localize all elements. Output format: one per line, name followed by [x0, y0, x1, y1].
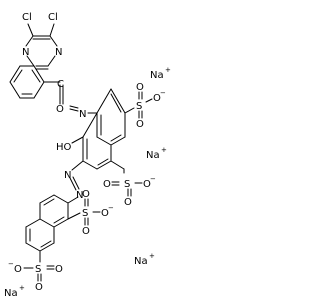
atom-label-cl: Cl: [22, 12, 32, 23]
atom-label-o: O: [153, 93, 161, 104]
bond: [145, 98, 153, 103]
bond: [25, 35, 34, 47]
bond: [39, 194, 55, 204]
bond: [43, 198, 55, 206]
charge-plus: +: [149, 252, 155, 260]
bond: [71, 160, 84, 171]
atom-label-n: N: [55, 47, 62, 58]
bond: [31, 69, 41, 83]
bond: [53, 216, 65, 224]
bond: [110, 93, 122, 113]
charge-plus: +: [165, 66, 171, 74]
bond: [96, 136, 112, 146]
bond: [82, 160, 98, 170]
bond: [67, 196, 79, 204]
bond: [13, 69, 23, 83]
charge-plus: +: [19, 284, 25, 292]
atom-label-o: O: [56, 104, 64, 115]
charge-minus: −: [8, 260, 14, 268]
bond: [96, 88, 112, 114]
atom-labels: Cl Cl N N C O N S O O O − HO S O O O − N…: [8, 12, 166, 293]
bond: [53, 218, 69, 228]
bond: [49, 35, 58, 47]
atom-label-o: O: [143, 179, 151, 190]
bond: [72, 176, 80, 190]
sodium-ion: Na: [150, 70, 164, 81]
atom-label-o: O: [82, 189, 90, 200]
atom-label-s: S: [82, 208, 88, 219]
charge-minus: −: [150, 175, 156, 183]
bond: [53, 194, 69, 204]
bond: [110, 134, 122, 142]
counterions: Na + Na + Na + Na +: [4, 66, 171, 299]
bonds: [9, 23, 153, 282]
charge-plus: +: [161, 146, 167, 154]
atom-label-cl: Cl: [48, 12, 58, 23]
bond: [33, 65, 45, 83]
atom-label-o: O: [124, 197, 132, 208]
atom-label-s: S: [124, 179, 130, 190]
charge-minus: −: [160, 89, 166, 97]
charge-minus: −: [108, 204, 114, 212]
bond: [47, 55, 56, 67]
atom-label-o: O: [136, 119, 144, 130]
bond: [39, 218, 55, 228]
atom-label-n: N: [79, 109, 86, 120]
bond: [110, 160, 125, 170]
sodium-ion: Na: [146, 150, 160, 161]
bond: [96, 160, 112, 170]
atom-label-o: O: [136, 82, 144, 93]
bond: [67, 212, 81, 220]
bond: [9, 65, 21, 83]
bond: [25, 242, 41, 252]
atom-label-o: O: [35, 282, 43, 293]
atom-label-ho: HO: [56, 142, 72, 153]
bond: [110, 136, 126, 146]
atom-label-o: O: [101, 208, 109, 219]
bond: [40, 240, 52, 248]
atom-label-n: N: [64, 170, 71, 181]
atom-label-n: N: [22, 47, 29, 58]
bond: [82, 112, 98, 138]
atom-label-n: N: [76, 190, 83, 201]
bond: [26, 55, 35, 67]
bond: [69, 108, 79, 112]
bond: [110, 88, 126, 114]
atom-label-o: O: [82, 226, 90, 237]
chemical-structure: Cl Cl N N C O N S O O O − HO S O O O − N…: [4, 12, 171, 299]
bond: [69, 105, 79, 109]
bond: [69, 177, 77, 191]
bond: [71, 136, 84, 144]
sodium-ion: Na: [134, 256, 148, 267]
bond: [97, 158, 109, 166]
atom-label-o: O: [55, 264, 63, 275]
atom-label-c: C: [57, 79, 64, 90]
sodium-ion: Na: [4, 288, 18, 299]
bond: [9, 81, 21, 99]
bond: [25, 218, 41, 228]
bond: [49, 23, 55, 37]
atom-label-s: S: [35, 264, 41, 275]
bond: [124, 107, 135, 114]
atom-label-s: S: [136, 101, 142, 112]
bond: [39, 242, 55, 252]
atom-label-o: O: [14, 264, 22, 275]
atom-label-o: O: [103, 179, 111, 190]
bond: [27, 23, 34, 37]
bond: [33, 81, 45, 99]
